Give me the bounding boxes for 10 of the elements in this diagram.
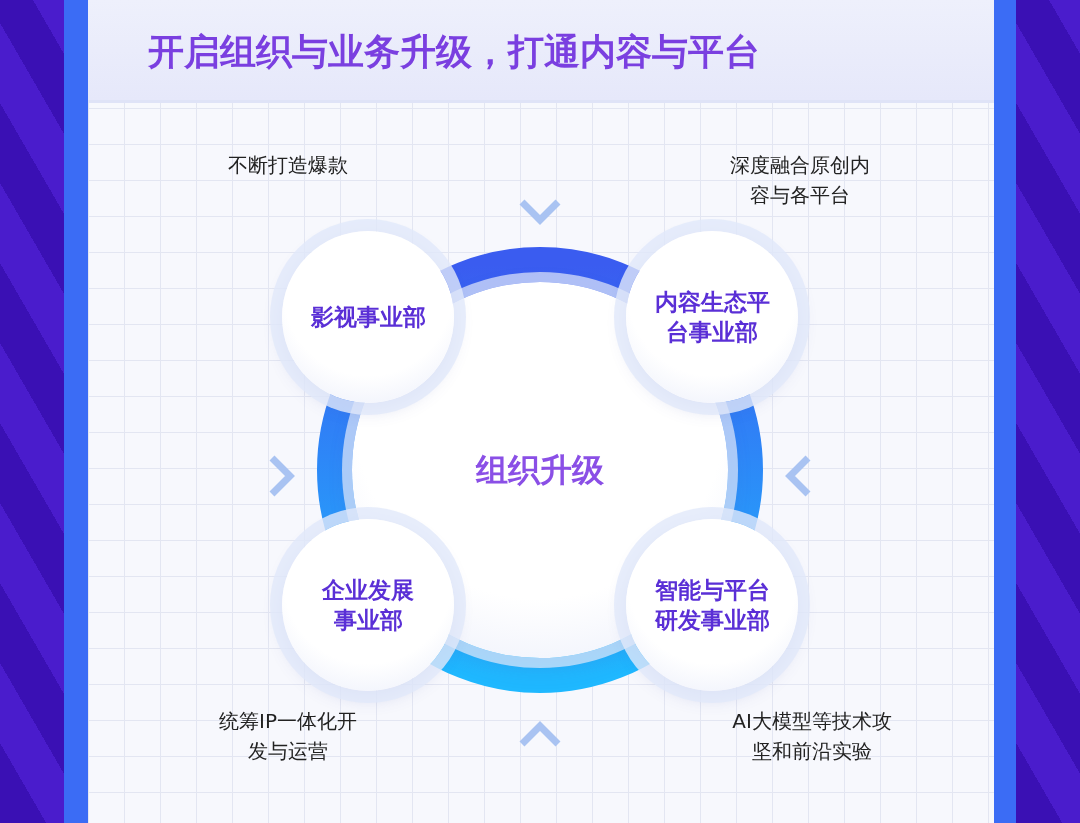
node-label: 组织升级	[474, 450, 605, 490]
node-label: 不断打造爆款	[227, 152, 349, 179]
node-label: AI大模型等技术攻坚和前沿实验	[731, 708, 893, 765]
node-label: 影视事业部	[309, 303, 427, 332]
node-label: 企业发展事业部	[321, 576, 415, 635]
node-label: 智能与平台研发事业部	[653, 576, 771, 635]
node-label: 深度融合原创内容与各平台	[729, 152, 871, 209]
node-label: 统筹IP一体化开发与运营	[218, 708, 358, 765]
node-label: 内容生态平台事业部	[653, 288, 771, 347]
title: 开启组织与业务升级，打通内容与平台	[148, 30, 760, 74]
